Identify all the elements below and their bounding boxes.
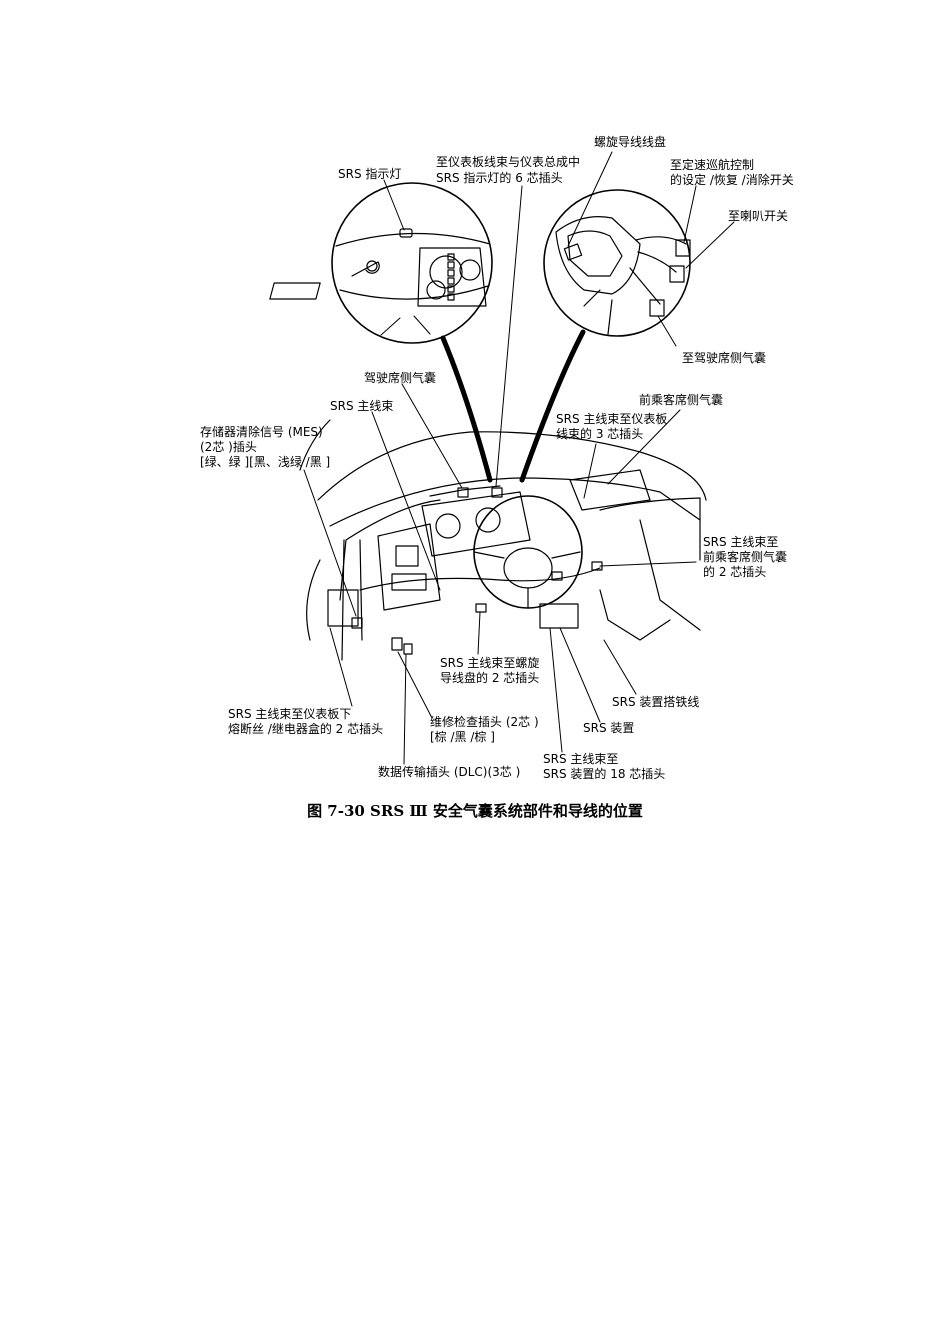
label-clock-spring: 螺旋导线线盘 [594, 135, 667, 149]
label-fuse-line1: SRS 主线束至仪表板下 [228, 707, 352, 721]
label-service-line1: 维修检查插头 (2芯 ) [430, 715, 539, 729]
label-pass-two-pin-line3: 的 2 芯插头 [703, 565, 767, 579]
label-driver-side-airbag-conn: 至驾驶席侧气囊 [682, 351, 767, 365]
label-three-pin-line1: SRS 主线束至仪表板 [556, 412, 668, 426]
cruise-connector-icon [675, 239, 691, 257]
label-cruise-line2: 的设定 /恢复 /消除开关 [670, 173, 794, 187]
label-clock-two-pin-line1: SRS 主线束至螺旋 [440, 656, 540, 670]
label-horn-switch: 至喇叭开关 [728, 209, 789, 223]
service-check-connector-icon [391, 637, 403, 651]
six-pin-connector-icon [457, 487, 469, 498]
clock-spring-detail [543, 189, 691, 337]
srs-indicator-lamp-icon [399, 228, 413, 238]
dlc-connector-icon [403, 643, 413, 655]
label-cruise-line1: 至定速巡航控制 [670, 158, 755, 172]
airbag-connector-icon [649, 299, 665, 317]
dashboard-drawing [299, 419, 707, 661]
fuse-relay-box-icon [327, 589, 359, 627]
label-pass-two-pin-line1: SRS 主线束至 [703, 535, 779, 549]
label-clock-two-pin-line2: 导线盘的 2 芯插头 [440, 671, 540, 685]
label-passenger-airbag: 前乘客席侧气囊 [639, 393, 724, 407]
label-srs-unit: SRS 装置 [583, 721, 635, 735]
label-six-pin-line2: SRS 指示灯的 6 芯插头 [436, 171, 563, 185]
label-three-pin-line2: 线束的 3 芯插头 [556, 427, 644, 441]
srs-unit-icon [539, 603, 579, 629]
label-ground-strap: SRS 装置搭铁线 [612, 695, 700, 709]
label-pass-two-pin-line2: 前乘客席侧气囊 [703, 550, 788, 564]
label-driver-airbag: 驾驶席侧气囊 [364, 371, 437, 385]
label-eighteen-line2: SRS 装置的 18 芯插头 [543, 767, 666, 781]
label-dlc: 数据传输插头 (DLC)(3芯 ) [378, 765, 521, 779]
leader-lines [303, 151, 735, 765]
label-mes-line1: 存储器清除信号 (MES) [200, 425, 323, 439]
figure-caption: 图 7-30 SRS Ⅲ 安全气囊系统部件和导线的位置 [307, 802, 643, 820]
label-mes-line2: (2芯 )插头 [200, 440, 257, 454]
instrument-cluster-detail [269, 182, 493, 344]
label-eighteen-line1: SRS 主线束至 [543, 752, 619, 766]
label-fuse-line2: 熔断丝 /继电器盒的 2 芯插头 [228, 722, 384, 736]
label-srs-indicator: SRS 指示灯 [338, 167, 402, 181]
label-main-harness: SRS 主线束 [330, 399, 394, 413]
horn-connector-icon [669, 265, 685, 283]
label-six-pin-line1: 至仪表板线束与仪表总成中 [436, 155, 581, 169]
label-service-line2: [棕 /黑 /棕 ] [430, 730, 495, 744]
label-mes-line3: [绿、绿 ][黑、浅绿 /黑 ] [200, 455, 331, 469]
